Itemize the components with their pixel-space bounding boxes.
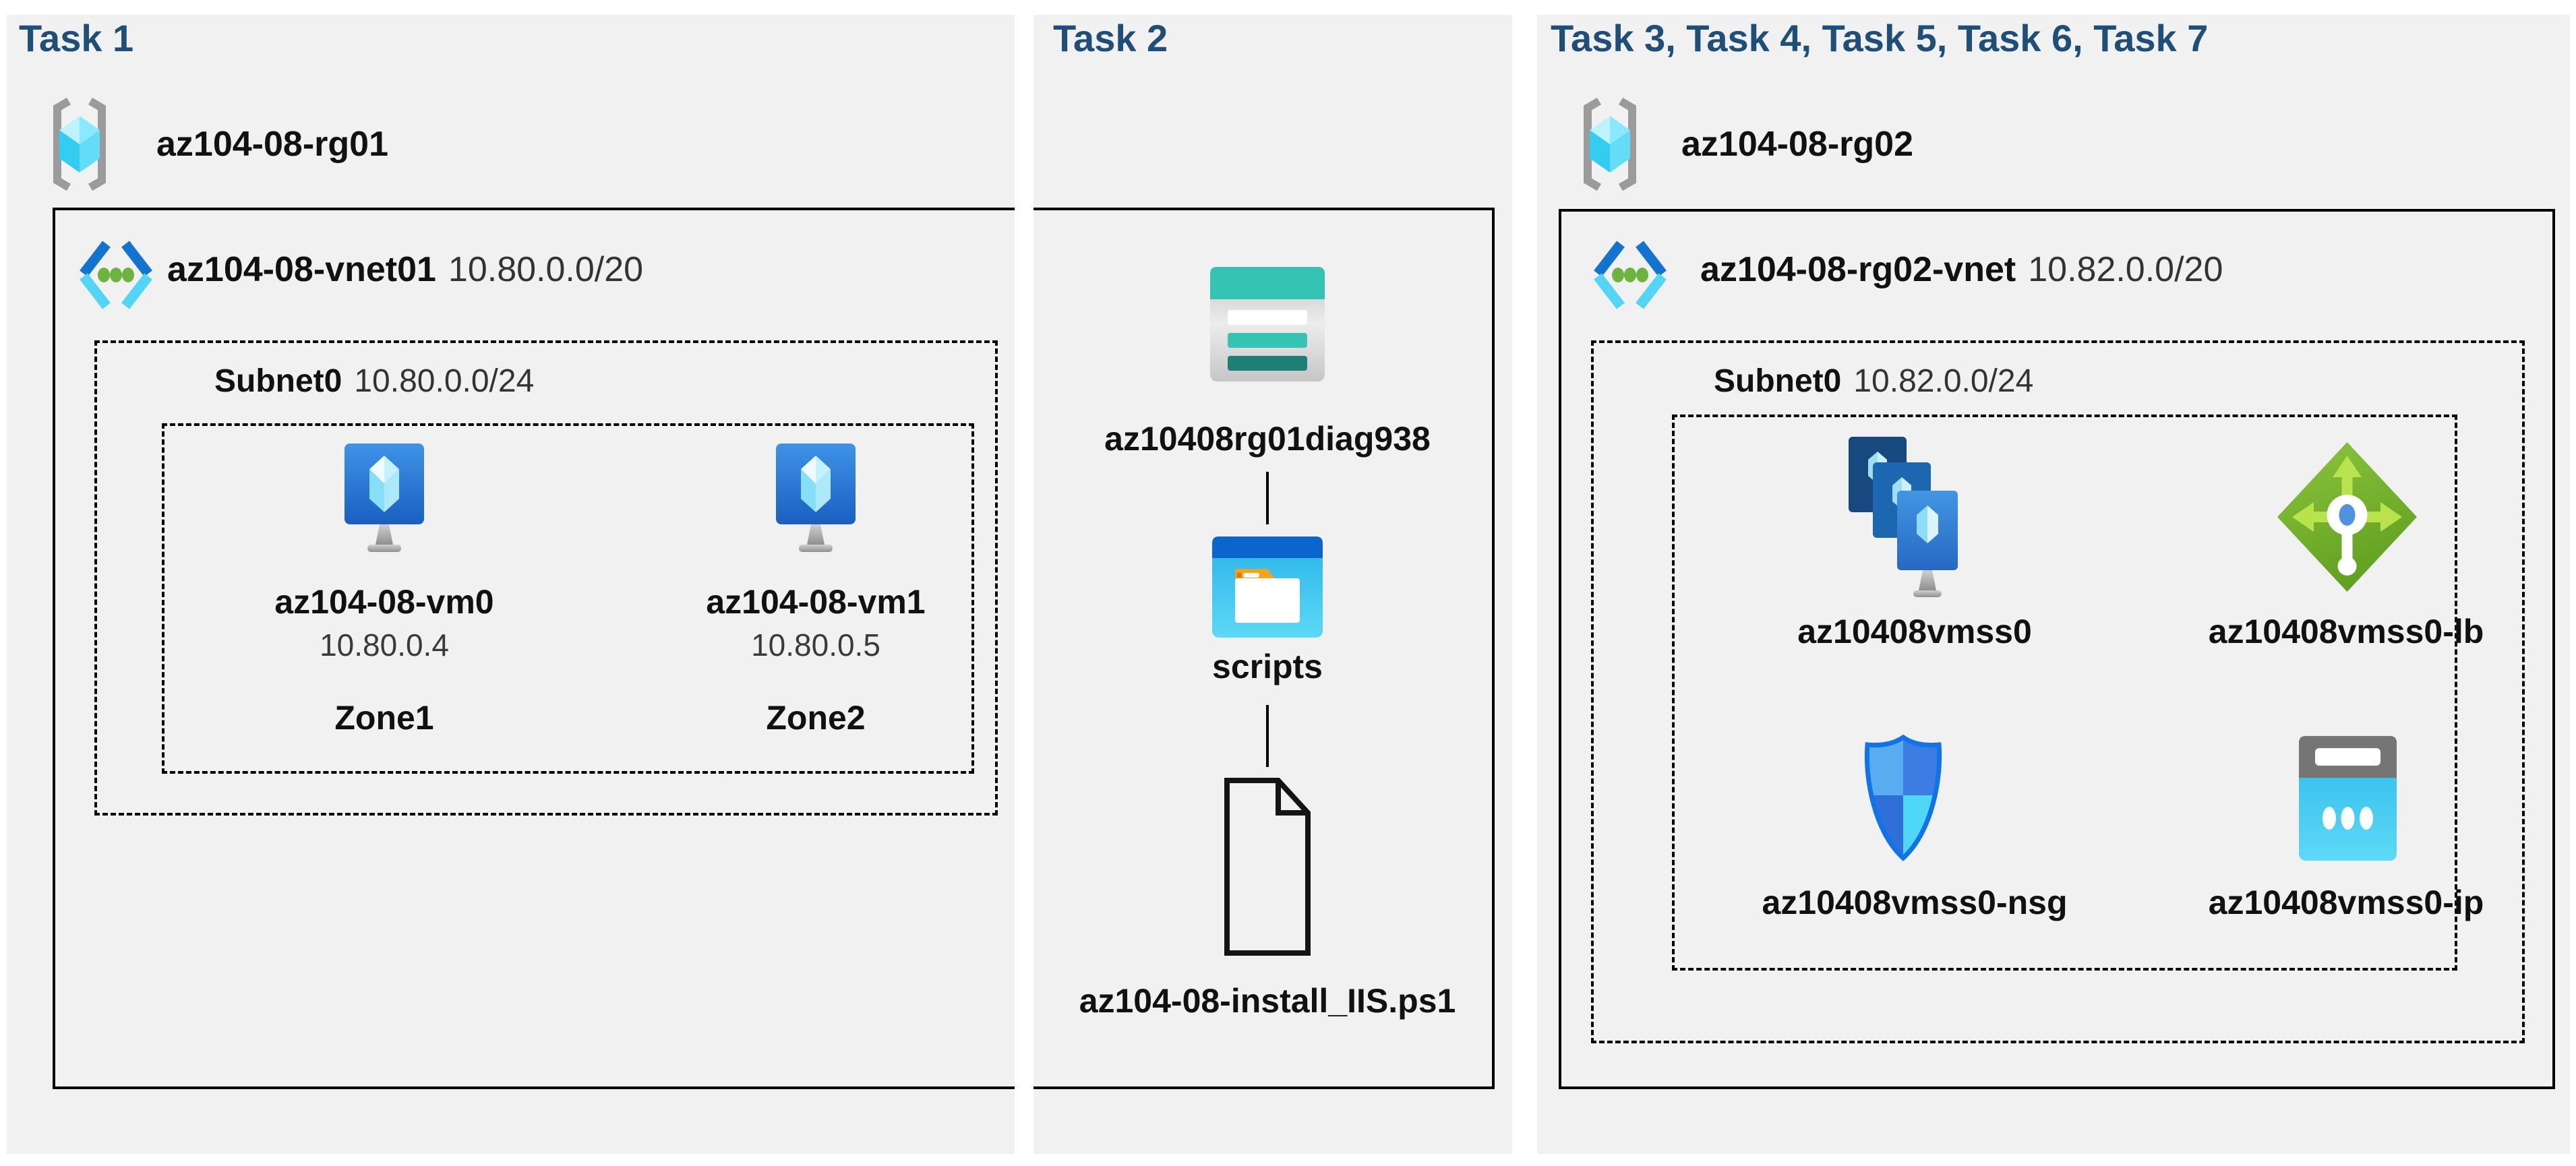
connector-storage-scripts [1266,472,1269,524]
lb-label: az10408vmss0-lb [2208,613,2484,650]
vnet01-label: az104-08-vnet01 10.80.0.0/20 [167,249,643,290]
public-ip-label: az10408vmss0-ip [2208,884,2484,921]
rg02-label: az104-08-rg02 [1681,125,1913,164]
vmss-resources-box [1672,415,2457,971]
virtual-machine-icon [345,443,424,552]
file-icon [1224,778,1311,956]
zones-box [162,423,974,774]
task1-header: Task 1 [19,17,134,59]
vnet01-boundary-box [53,208,1495,1089]
vnet01-name: az104-08-vnet01 [167,250,436,289]
vnet02-cidr: 10.82.0.0/20 [2028,250,2223,289]
task3-header: Task 3, Task 4, Task 5, Task 6, Task 7 [1551,17,2209,59]
vm1-ip: 10.80.0.5 [751,627,880,663]
vm1-label: az104-08-vm1 [706,583,926,621]
blob-container-icon [1212,536,1323,638]
vnet01-cidr: 10.80.0.0/20 [448,250,644,289]
nsg-label: az10408vmss0-nsg [1762,884,2068,921]
load-balancer-icon [2277,442,2417,592]
public-ip-icon [2299,736,2397,861]
virtual-network-icon [80,241,152,309]
task3-panel [1537,15,2570,1154]
subnet0-rg01-box [94,340,998,816]
subnet0-rg02-box [1591,340,2525,1043]
task2-header: Task 2 [1053,17,1168,59]
resource-group-icon [1584,97,1636,191]
panel-gap [1015,0,1034,1166]
resource-group-icon [53,97,106,191]
connector-scripts-file [1266,705,1269,767]
storage-account-icon [1210,267,1325,381]
virtual-machine-icon [776,443,856,552]
storage-account-label: az10408rg01diag938 [1104,420,1431,458]
rg01-label: az104-08-rg01 [156,125,388,164]
vnet02-label: az104-08-rg02-vnet 10.82.0.0/20 [1700,249,2223,290]
vm-scale-set-icon [1849,437,1958,597]
virtual-network-icon [1594,241,1667,309]
install-iis-file-label: az104-08-install_IIS.ps1 [1079,982,1456,1020]
nsg-shield-icon [1864,734,1942,861]
scripts-container-label: scripts [1212,648,1323,685]
vnet02-name: az104-08-rg02-vnet [1700,250,2016,289]
vm0-ip: 10.80.0.4 [320,627,449,663]
task1-panel [7,15,1015,1154]
vnet02-boundary-box [1559,209,2555,1089]
vm1-zone: Zone2 [766,699,866,737]
vmss-label: az10408vmss0 [1797,613,2032,650]
vm0-zone: Zone1 [334,699,434,737]
vm0-label: az104-08-vm0 [274,583,494,621]
